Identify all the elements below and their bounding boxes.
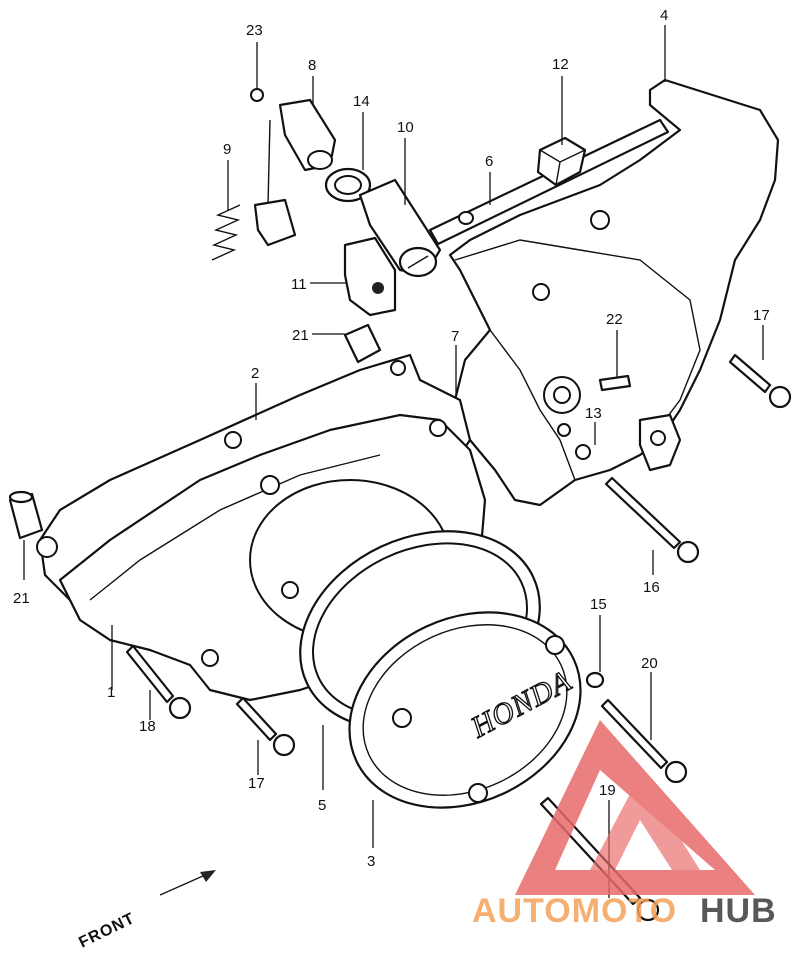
callout-9: 9 <box>223 141 231 158</box>
part-4-crankcase-cover <box>448 78 780 507</box>
watermark-logo-inner <box>590 775 700 870</box>
callout-4: 4 <box>660 7 668 24</box>
front-arrowhead <box>200 870 216 882</box>
callout-22: 22 <box>606 311 623 328</box>
callout-8: 8 <box>308 57 316 74</box>
part-20-bolt <box>600 698 688 784</box>
part-18-bolt <box>125 644 192 720</box>
callout-17-lower: 17 <box>248 775 265 792</box>
part-3-dome-cover: HONDA <box>348 611 582 809</box>
callout-1: 1 <box>107 684 115 701</box>
front-label: FRONT <box>76 910 137 952</box>
part-17-bolt-upper <box>728 353 792 409</box>
part-22-pin <box>598 374 632 392</box>
callout-23: 23 <box>246 22 263 39</box>
callout-2: 2 <box>251 365 259 382</box>
callout-6: 6 <box>485 153 493 170</box>
watermark: AUTOMOTO HUB <box>472 720 777 930</box>
part-23-ball <box>250 88 264 102</box>
part-8-pivot-arm <box>253 98 337 247</box>
part-21-dowel-top <box>343 323 382 364</box>
callout-15: 15 <box>590 596 607 613</box>
part-17-bolt-lower <box>235 696 296 757</box>
part-15-ring <box>585 671 605 689</box>
part-10-shaft <box>358 178 442 278</box>
callout-3: 3 <box>367 853 375 870</box>
callout-17-upper: 17 <box>753 307 770 324</box>
callout-16: 16 <box>643 579 660 596</box>
callout-18: 18 <box>139 718 156 735</box>
watermark-text-hub: HUB <box>700 892 777 930</box>
callout-21-left: 21 <box>13 590 30 607</box>
callout-20: 20 <box>641 655 658 672</box>
watermark-logo-triangle <box>515 720 755 895</box>
callout-7: 7 <box>451 328 459 345</box>
callout-19: 19 <box>599 782 616 799</box>
callout-11: 11 <box>291 276 307 293</box>
callout-12: 12 <box>552 56 569 73</box>
callout-5: 5 <box>318 797 326 814</box>
callout-21-top: 21 <box>292 327 309 344</box>
part-9-spring <box>211 204 241 261</box>
callout-13: 13 <box>585 405 602 422</box>
callout-14: 14 <box>353 93 370 110</box>
part-14-ring <box>324 167 372 203</box>
part-11-lever <box>343 236 397 317</box>
callout-labels: 23 8 14 10 9 12 4 6 11 21 22 17 2 7 13 2… <box>13 7 770 870</box>
part-16-bolt <box>604 476 700 564</box>
front-direction-indicator: FRONT <box>76 870 216 952</box>
part-12-rubber-block <box>536 136 587 187</box>
watermark-text-automoto: AUTOMOTO <box>472 892 677 930</box>
callout-10: 10 <box>397 119 414 136</box>
part-21-dowel-left <box>8 490 44 540</box>
